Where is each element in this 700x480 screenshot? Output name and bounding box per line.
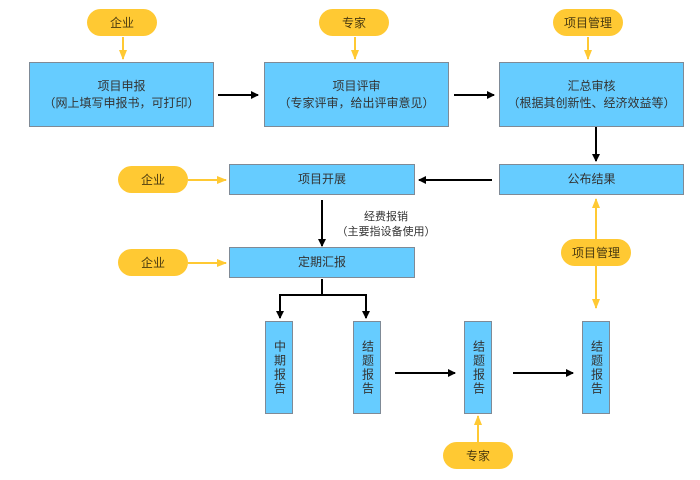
- process-final-1: 结题报告: [353, 321, 381, 414]
- expense-note: 经费报销 （主要指设备使用）: [326, 209, 446, 239]
- expense-note-title: 经费报销: [364, 210, 408, 223]
- actor-enterprise-execute: 企业: [118, 166, 188, 193]
- process-midterm-title: 中期报告: [272, 339, 287, 396]
- arrow-report-branch: [276, 279, 323, 319]
- process-apply-detail: （网上填写申报书，可打印）: [43, 95, 200, 110]
- process-publish: 公布结果: [499, 164, 684, 195]
- process-final-3: 结题报告: [582, 321, 610, 414]
- process-execute-title: 项目开展: [297, 172, 346, 186]
- process-report: 定期汇报: [229, 247, 415, 278]
- actor-management-publish: 项目管理: [561, 239, 631, 266]
- expense-note-detail: （主要指设备使用）: [336, 225, 436, 238]
- process-report-title: 定期汇报: [297, 255, 346, 269]
- process-midterm: 中期报告: [265, 321, 293, 414]
- process-audit-detail: （根据其创新性、经济效益等）: [507, 95, 676, 110]
- process-review-title: 项目评审: [332, 78, 381, 93]
- process-audit: 汇总审核 （根据其创新性、经济效益等）: [499, 62, 684, 127]
- process-review-detail: （专家评审，给出评审意见）: [278, 95, 435, 110]
- process-final-2: 结题报告: [464, 321, 492, 414]
- process-final-3-title: 结题报告: [589, 339, 604, 396]
- process-apply: 项目申报 （网上填写申报书，可打印）: [29, 62, 214, 127]
- process-publish-title: 公布结果: [567, 172, 616, 186]
- actor-expert-review: 专家: [319, 9, 389, 36]
- process-review: 项目评审 （专家评审，给出评审意见）: [264, 62, 449, 127]
- process-final-1-title: 结题报告: [360, 339, 375, 396]
- process-final-2-title: 结题报告: [471, 339, 486, 396]
- actor-management-audit: 项目管理: [553, 9, 623, 36]
- actor-enterprise-apply: 企业: [87, 9, 157, 36]
- actor-enterprise-report: 企业: [118, 249, 188, 276]
- process-audit-title: 汇总审核: [567, 78, 616, 93]
- process-execute: 项目开展: [229, 164, 415, 195]
- arrow-report-branch-final: [322, 294, 370, 319]
- process-apply-title: 项目申报: [97, 78, 146, 93]
- actor-expert-final: 专家: [443, 442, 513, 469]
